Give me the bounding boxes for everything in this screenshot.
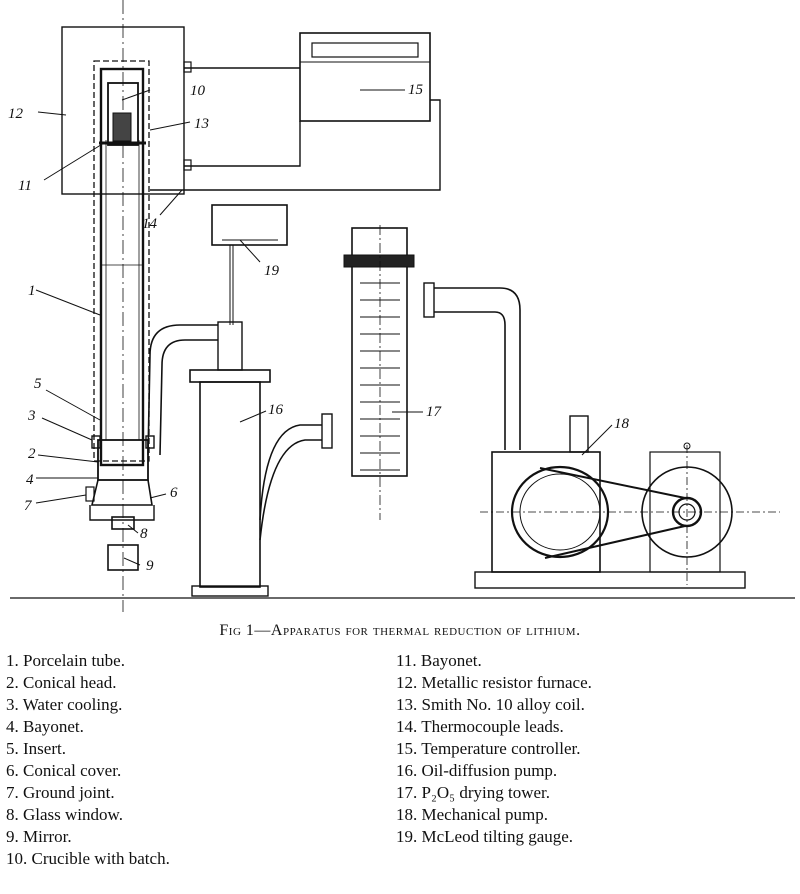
callout-14: 14	[142, 216, 158, 232]
legend-label: Insert.	[23, 739, 66, 758]
ground-joint	[85, 486, 95, 502]
legend-number: 2.	[6, 673, 19, 692]
legend-label: Metallic resistor furnace.	[421, 673, 592, 692]
legend-label: Water cooling.	[22, 695, 123, 714]
callout-12: 12	[8, 106, 24, 122]
glass-window	[111, 516, 135, 530]
legend-label: P₂O₅ drying tower.	[421, 783, 551, 802]
drying-tower	[351, 227, 408, 477]
callout-11: 11	[18, 178, 32, 194]
legend-number: 5.	[6, 739, 19, 758]
legend-label: Porcelain tube.	[23, 651, 125, 670]
legend-label: Smith No. 10 alloy coil.	[421, 695, 585, 714]
legend-item: 5. Insert.	[6, 738, 170, 760]
legend-number: 13.	[396, 695, 418, 714]
legend-label: Glass window.	[23, 805, 123, 824]
legend-label: Temperature controller.	[421, 739, 581, 758]
legend-label: Crucible with batch.	[31, 849, 170, 868]
legend-label: McLeod tilting gauge.	[421, 827, 574, 846]
legend-label: Bayonet.	[23, 717, 84, 736]
callout-10: 10	[190, 83, 206, 99]
porcelain-tube	[99, 67, 145, 467]
callout-1: 1	[28, 283, 36, 299]
legend-label: Mirror.	[23, 827, 72, 846]
callout-4: 4	[26, 472, 34, 488]
thermocouple-leads	[150, 67, 441, 191]
legend-number: 9.	[6, 827, 19, 846]
legend-number: 6.	[6, 761, 19, 780]
legend-item: 2. Conical head.	[6, 672, 170, 694]
legend-number: 14.	[396, 717, 418, 736]
apparatus-diagram: 10 12 13 11 14 15 19 1 5 3 2 4 7 6 8 9 1…	[8, 0, 795, 612]
legend-item: 12. Metallic resistor furnace.	[396, 672, 592, 694]
legend-label: Mechanical pump.	[421, 805, 549, 824]
vacuum-line	[147, 324, 218, 456]
legend-item: 8. Glass window.	[6, 804, 170, 826]
legend-number: 1.	[6, 651, 19, 670]
legend-label: Thermocouple leads.	[421, 717, 564, 736]
legend-label: Conical cover.	[23, 761, 122, 780]
callout-19: 19	[264, 263, 280, 279]
callout-13: 13	[194, 116, 209, 132]
mirror	[107, 544, 139, 571]
callout-7: 7	[24, 498, 33, 514]
legend-item: 7. Ground joint.	[6, 782, 170, 804]
legend-item: 4. Bayonet.	[6, 716, 170, 738]
drive-belt	[539, 467, 686, 559]
legend-number: 11.	[396, 651, 417, 670]
legend-number: 16.	[396, 761, 418, 780]
callout-18: 18	[614, 416, 630, 432]
legend-number: 3.	[6, 695, 19, 714]
legend-number: 19.	[396, 827, 418, 846]
legend-label: Conical head.	[23, 673, 117, 692]
legend-item: 6. Conical cover.	[6, 760, 170, 782]
legend-item: 19. McLeod tilting gauge.	[396, 826, 592, 848]
legend-item: 15. Temperature controller.	[396, 738, 592, 760]
legend-number: 12.	[396, 673, 418, 692]
callout-2: 2	[28, 446, 36, 462]
legend-item: 9. Mirror.	[6, 826, 170, 848]
legend-item: 17. P₂O₅ drying tower.	[396, 782, 592, 804]
legend-left-column: 1. Porcelain tube. 2. Conical head. 3. W…	[6, 650, 170, 870]
metallic-resistor-furnace	[61, 26, 185, 195]
legend-item: 11. Bayonet.	[396, 650, 592, 672]
legend-item: 16. Oil-diffusion pump.	[396, 760, 592, 782]
conical-head	[97, 439, 149, 481]
callout-9: 9	[146, 558, 154, 574]
oil-diffusion-pump	[199, 381, 261, 588]
figure-caption: Fig 1—Apparatus for thermal reduction of…	[219, 622, 581, 639]
callout-8: 8	[140, 526, 148, 542]
callout-6: 6	[170, 485, 178, 501]
temperature-controller	[299, 32, 431, 122]
legend-number: 17.	[396, 783, 418, 802]
legend-label: Oil-diffusion pump.	[421, 761, 558, 780]
callout-17: 17	[426, 404, 443, 420]
callout-15: 15	[408, 82, 424, 98]
legend-item: 18. Mechanical pump.	[396, 804, 592, 826]
mcleod-tilting-gauge	[211, 204, 288, 246]
legend-item: 13. Smith No. 10 alloy coil.	[396, 694, 592, 716]
callout-5: 5	[34, 376, 42, 392]
legend-right-column: 11. Bayonet. 12. Metallic resistor furna…	[396, 650, 592, 848]
legend-number: 8.	[6, 805, 19, 824]
legend-number: 4.	[6, 717, 19, 736]
crucible-with-batch	[107, 82, 139, 146]
callout-16: 16	[268, 402, 284, 418]
callout-3: 3	[27, 408, 36, 424]
legend-item: 1. Porcelain tube.	[6, 650, 170, 672]
legend-item: 14. Thermocouple leads.	[396, 716, 592, 738]
legend-number: 15.	[396, 739, 418, 758]
alloy-coil	[93, 60, 150, 462]
legend-number: 18.	[396, 805, 418, 824]
legend-label: Ground joint.	[23, 783, 115, 802]
conical-cover	[90, 479, 153, 506]
legend-number: 10.	[6, 849, 28, 868]
legend-number: 7.	[6, 783, 19, 802]
legend-item: 3. Water cooling.	[6, 694, 170, 716]
legend-label: Bayonet.	[420, 651, 482, 670]
legend-item: 10. Crucible with batch.	[6, 848, 170, 870]
